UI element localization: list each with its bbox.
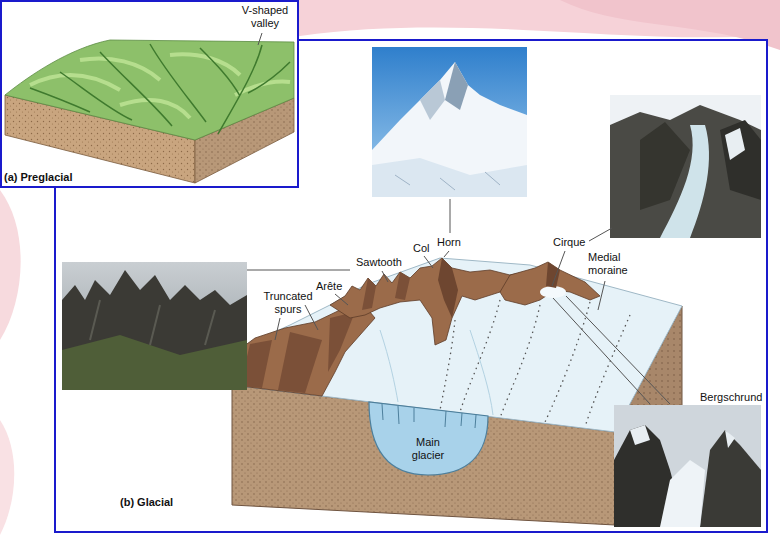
panel-a	[1, 1, 298, 187]
cirque-photo	[610, 95, 761, 238]
sawtooth-photo	[62, 270, 247, 390]
bergschrund-photo	[630, 425, 735, 448]
leader-lines	[382, 271, 388, 282]
glacial-block	[330, 258, 525, 345]
bergschrund-photo	[700, 430, 761, 527]
horn-photo	[395, 172, 500, 190]
horn-photo	[372, 62, 527, 197]
panel-glacial: (b) Glacial Main glacier	[55, 40, 767, 533]
sawtooth-photo	[62, 335, 247, 390]
background	[0, 190, 21, 340]
glacier-cross-section: Main glacier	[401, 436, 455, 462]
background	[0, 420, 14, 535]
panel-a	[1, 1, 298, 187]
horn-photo	[372, 47, 527, 197]
leader-lines	[552, 251, 565, 286]
leader-lines	[424, 256, 433, 268]
leader-lines	[335, 294, 348, 305]
glacial-block	[369, 402, 488, 475]
landform-label: V-shaped valley	[236, 4, 294, 30]
cirque-photo	[610, 95, 761, 238]
cirque-photo	[720, 120, 761, 200]
leader-lines	[589, 228, 612, 241]
leader-lines	[553, 298, 650, 404]
leader-lines	[247, 270, 350, 271]
leader-lines	[450, 199, 451, 233]
leader-lines	[566, 296, 670, 404]
horn-photo	[445, 62, 468, 110]
landform-label: Sawtooth	[356, 256, 402, 269]
panel-caption: (a) Preglacial	[4, 171, 72, 184]
bergschrund-photo	[660, 460, 705, 527]
bergschrund-photo	[614, 405, 761, 527]
leader-lines	[275, 318, 280, 340]
bergschrund-photo	[614, 405, 761, 527]
glacial-block	[540, 286, 566, 298]
landform-label: Horn	[437, 236, 461, 249]
horn-photo	[372, 158, 527, 197]
horn-photo	[372, 47, 527, 197]
glacial-block	[382, 404, 476, 428]
landform-label: Arête	[316, 280, 342, 293]
leader-lines	[305, 305, 318, 330]
glacial-block	[500, 262, 600, 305]
landform-label: Truncated spurs	[259, 290, 317, 316]
landform-label: Medial moraine	[588, 251, 636, 277]
sawtooth-photo	[90, 300, 215, 345]
landform-label: Main glacier	[401, 436, 455, 462]
glacial-block	[440, 300, 630, 427]
leader-lines	[247, 199, 670, 404]
panel-a	[258, 33, 262, 45]
panel-a	[5, 40, 294, 140]
panel-a	[30, 54, 290, 118]
glacial-block	[328, 312, 355, 372]
glacial-block	[278, 332, 322, 393]
leader-lines	[598, 281, 605, 310]
glacial-block	[438, 258, 458, 318]
glacial-block	[362, 272, 410, 310]
landform-label: Col	[413, 242, 430, 255]
leader-lines	[444, 251, 449, 257]
panel-a	[30, 44, 290, 134]
horn-photo	[420, 80, 445, 120]
landform-label: Bergschrund	[700, 391, 762, 404]
cirque-photo	[660, 125, 709, 238]
landform-label: Cirque	[553, 236, 585, 249]
panel-caption: (b) Glacial	[120, 496, 173, 509]
sawtooth-photo	[62, 262, 247, 390]
sawtooth-photo	[62, 262, 247, 390]
cirque-photo	[725, 128, 745, 160]
glacial-block	[380, 330, 493, 415]
